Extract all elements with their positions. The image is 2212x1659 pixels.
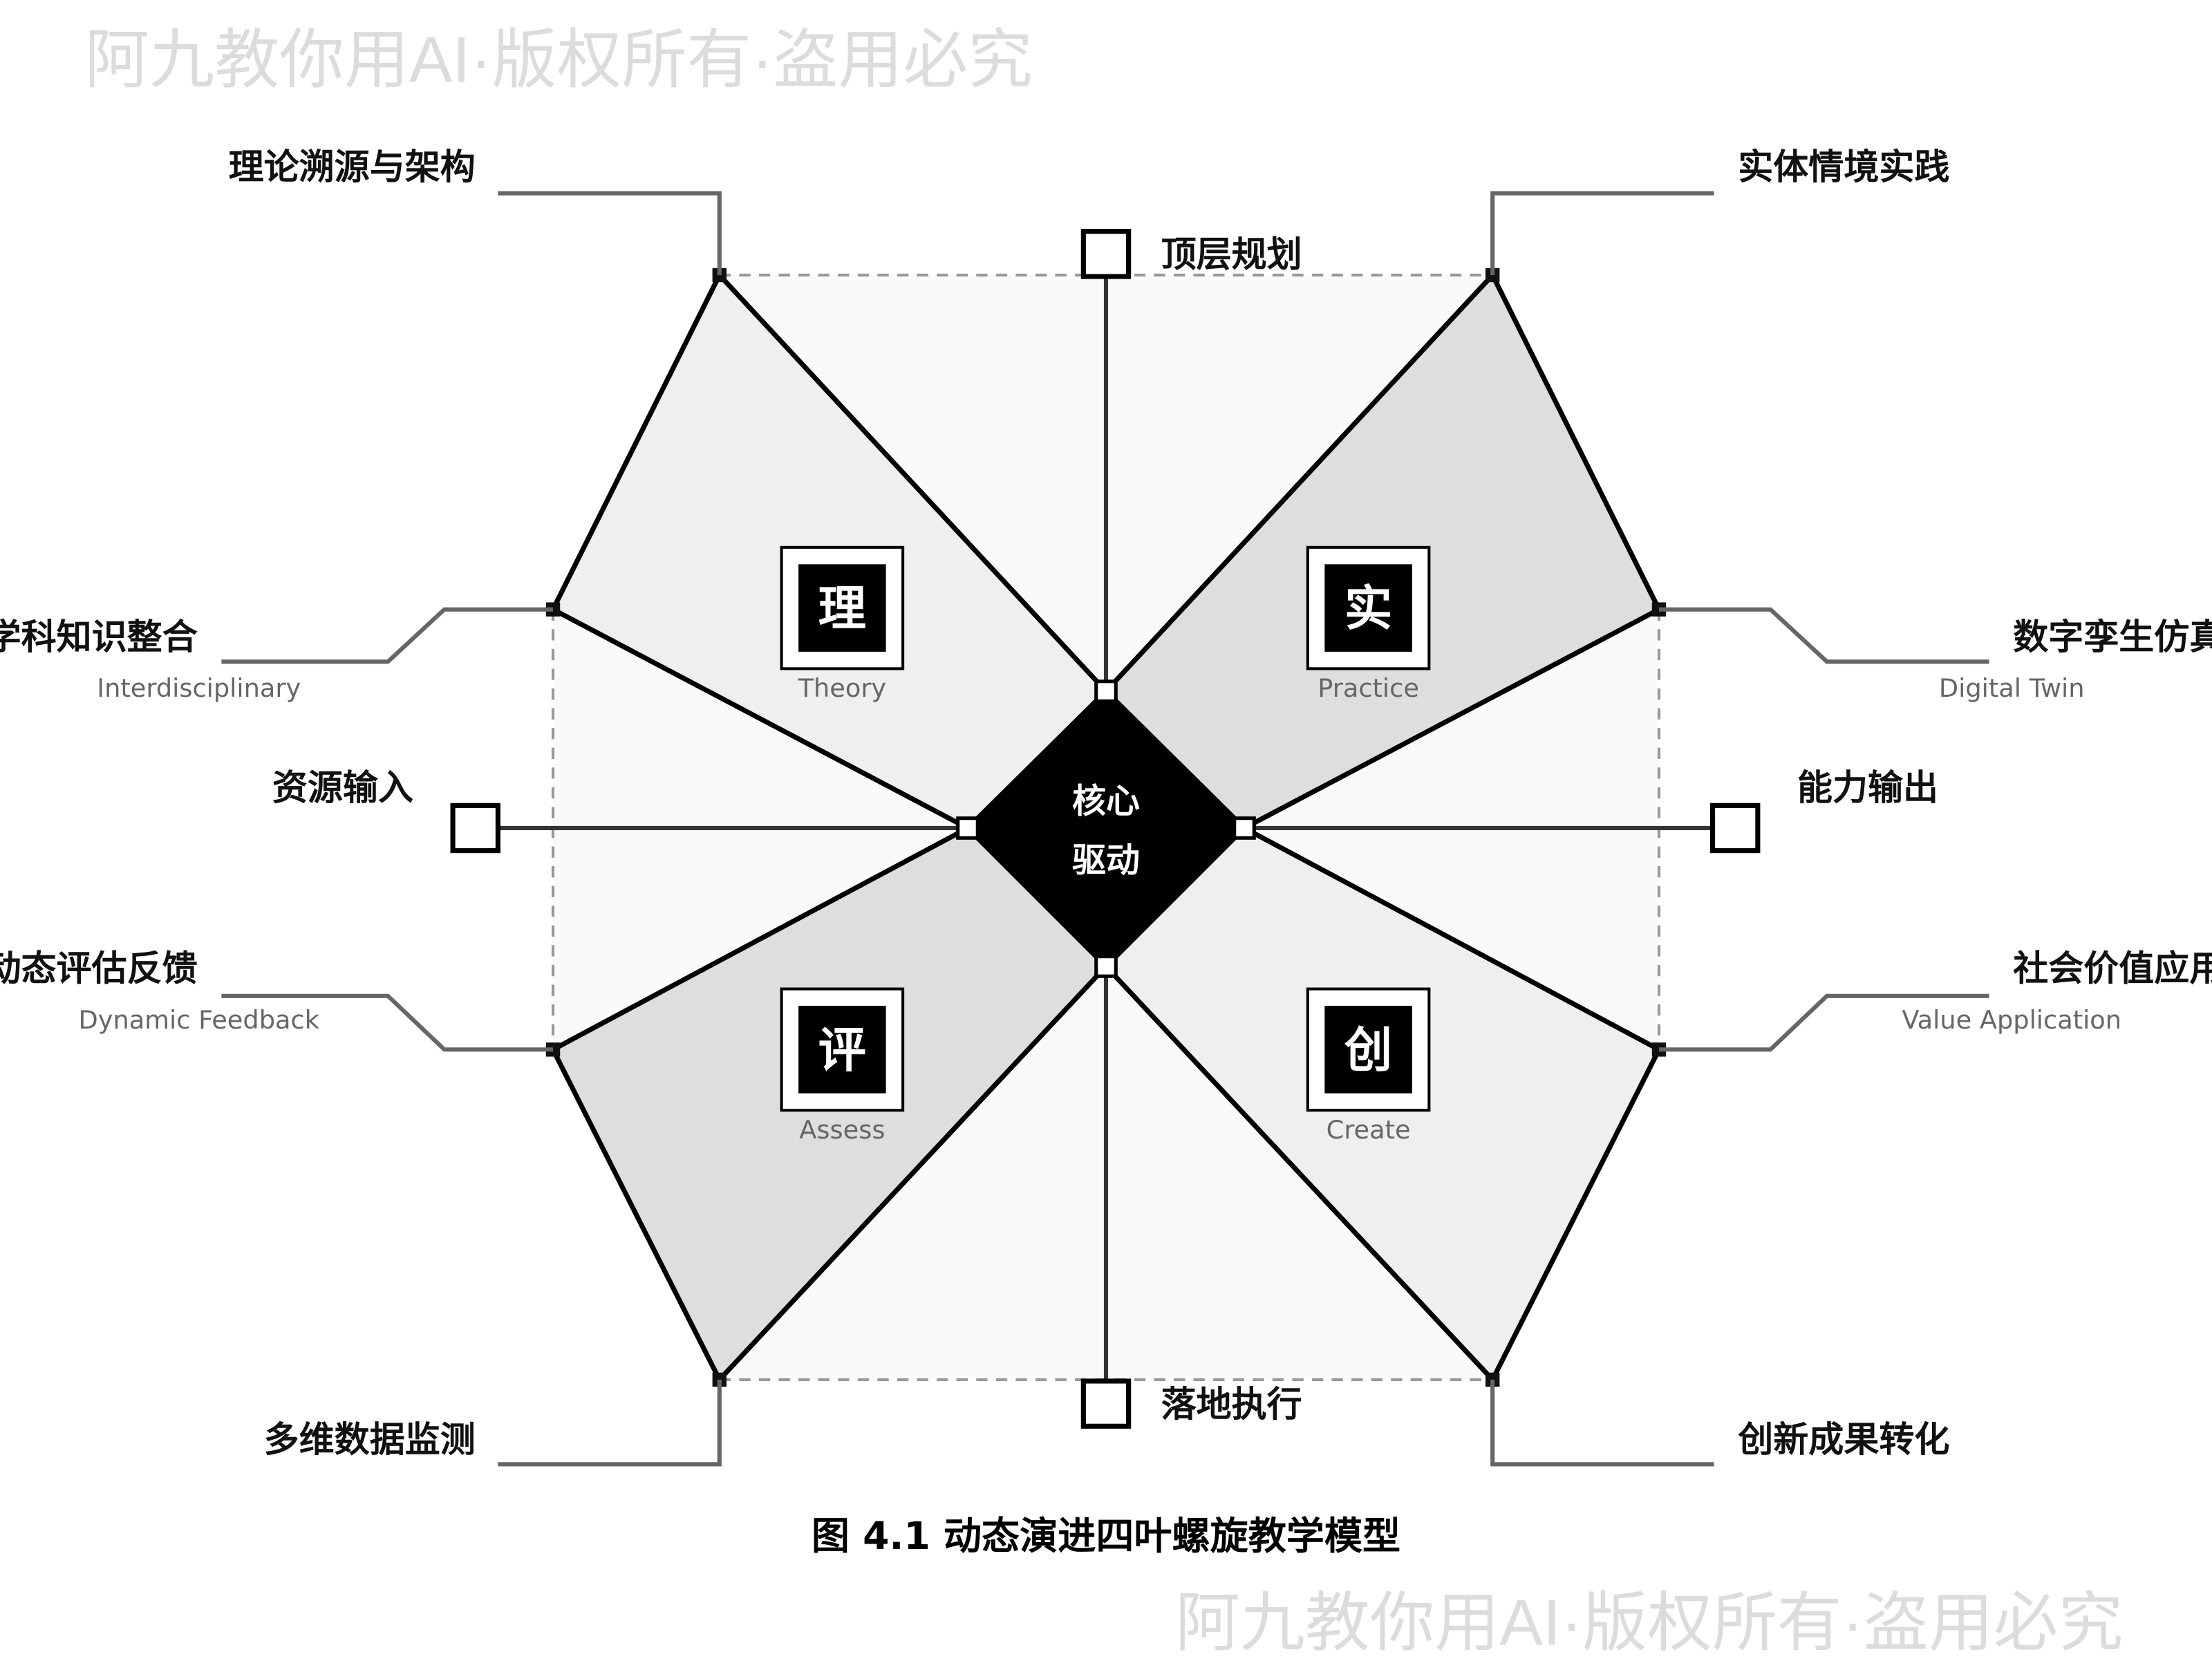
leaf-char-theory: 理 [818, 581, 866, 637]
core-diamond [968, 691, 1244, 966]
callout-low-left-sub: Dynamic Feedback [79, 1005, 320, 1035]
figure-caption: 图 4.1 动态演进四叶螺旋教学模型 [812, 1514, 1400, 1558]
leader-mid-left [221, 607, 553, 664]
watermark-bottom: 阿九教你用AI·版权所有·盗用必究 [1175, 1586, 2123, 1659]
callout-top-right: 实体情境实践 [1738, 147, 1949, 188]
leaf-icon-create: 创 Create [1306, 987, 1431, 1145]
leader-top-left [498, 191, 722, 275]
leaf-english-theory: Theory [798, 673, 887, 703]
callout-mid-left: 跨学科知识整合 [0, 617, 198, 658]
axis-label-right: 能力输出 [1797, 768, 1938, 809]
leaf-english-practice: Practice [1318, 673, 1419, 703]
leaf-icon-theory: 理 Theory [780, 545, 905, 703]
diamond-nodes [956, 679, 1256, 978]
leaf-char-practice: 实 [1344, 581, 1392, 637]
axis-node-left [450, 803, 500, 854]
leader-low-right [1659, 993, 1989, 1052]
callout-low-right: 社会价值应用 [2013, 948, 2212, 989]
callout-top-left: 理论溯源与架构 [229, 147, 476, 188]
callout-low-right-sub: Value Application [1902, 1005, 2121, 1035]
leaf-english-assess: Assess [799, 1115, 885, 1145]
leaf-icon-assess: 评 Assess [780, 987, 905, 1145]
callout-mid-right-sub: Digital Twin [1939, 673, 2085, 703]
watermark-top: 阿九教你用AI·版权所有·盗用必究 [84, 23, 1032, 95]
axis-label-left: 资源输入 [272, 768, 413, 809]
core-label-line2: 驱动 [1072, 841, 1140, 880]
leader-mid-right [1659, 607, 1989, 664]
axis-node-top [1080, 229, 1132, 279]
callout-bottom-left: 多维数据监测 [264, 1420, 476, 1461]
callout-low-left: 动态评估反馈 [0, 948, 198, 989]
leader-top-right [1490, 191, 1714, 275]
leaf-english-create: Create [1327, 1115, 1411, 1145]
callout-bottom-right: 创新成果转化 [1738, 1420, 1949, 1461]
callout-mid-right: 数字孪生仿真 [2013, 617, 2212, 658]
leader-low-left [221, 993, 553, 1052]
axis-label-top: 顶层规划 [1161, 235, 1302, 276]
axis-label-bottom: 落地执行 [1161, 1385, 1302, 1425]
leaf-char-assess: 评 [818, 1023, 866, 1078]
leaf-char-create: 创 [1344, 1023, 1392, 1078]
leaf-icon-practice: 实 Practice [1306, 545, 1431, 703]
callout-mid-left-sub: Interdisciplinary [97, 673, 301, 703]
leader-bottom-left [498, 1379, 722, 1467]
leader-bottom-right [1490, 1379, 1714, 1467]
core-label-line1: 核心 [1072, 782, 1140, 821]
axis-node-bottom [1080, 1378, 1132, 1429]
axis-node-right [1709, 803, 1761, 854]
